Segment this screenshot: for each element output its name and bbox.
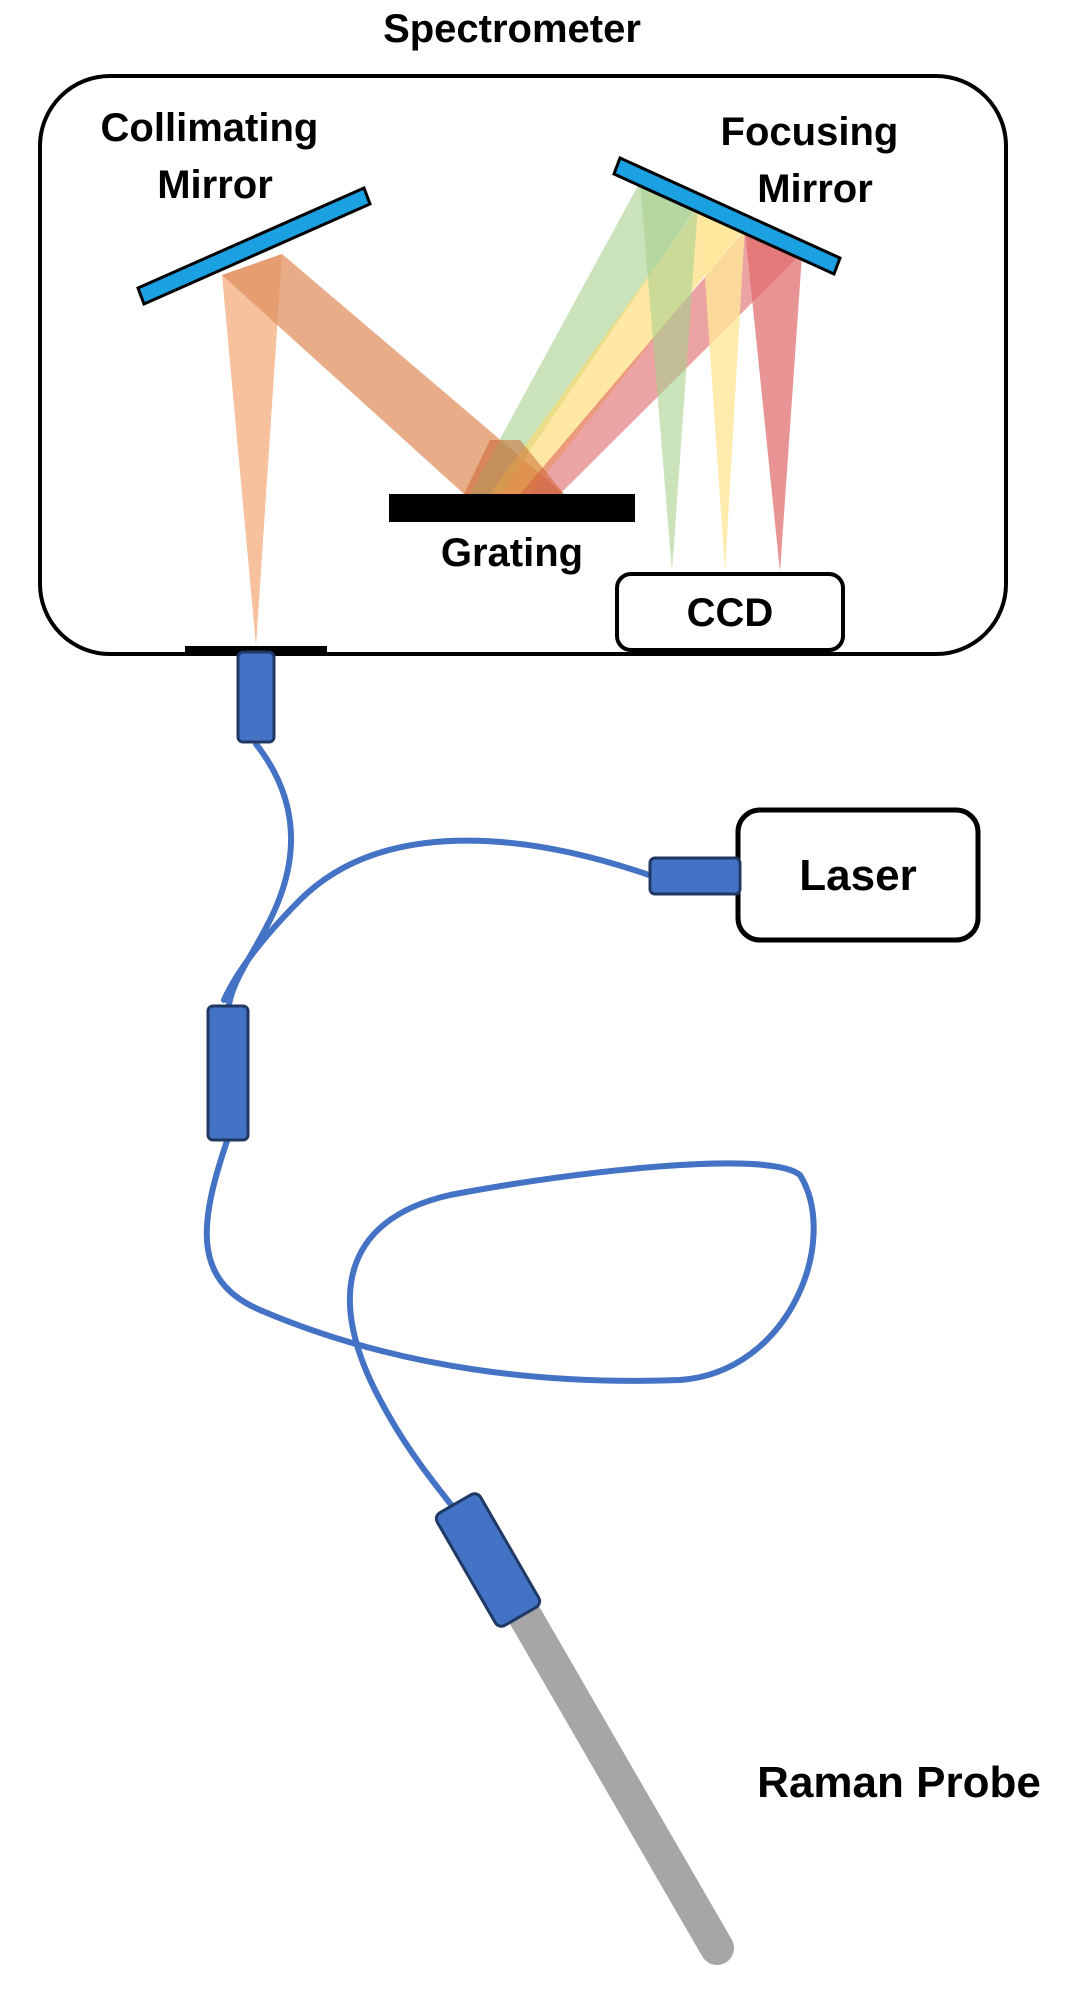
collimated-beam (222, 254, 564, 494)
focusing-label-line2: Mirror (757, 167, 873, 211)
ccd-box (615, 572, 845, 652)
entrance-slit (185, 646, 327, 654)
collimating-label-line1: Collimating (101, 106, 319, 150)
laser-fiber-connector (648, 856, 742, 896)
input-beam (222, 254, 282, 646)
grating-label: Grating (441, 531, 583, 575)
collimating-label-line2: Mirror (157, 163, 273, 207)
spectrometer-housing (38, 74, 1008, 656)
raman-probe-shaft (493, 1573, 734, 1965)
focusing-label-line1: Focusing (721, 110, 899, 154)
spectrometer-fiber-connector (236, 650, 276, 744)
focusing-mirror-label: Focusing Mirror (721, 110, 910, 211)
spectrometer-title: Spectrometer (383, 7, 641, 51)
focusing-mirror (612, 155, 842, 277)
ccd-label: CCD (687, 591, 774, 635)
raman-probe-connector (434, 1492, 542, 1628)
raman-probe-label: Raman Probe (757, 1758, 1041, 1807)
focused-beam-red (745, 230, 802, 572)
focused-beam-yellow (700, 205, 745, 572)
grating (389, 494, 635, 522)
fiber-laser-to-coupler (221, 837, 655, 1003)
fiber-coupler (206, 1004, 250, 1142)
collimating-mirror (136, 185, 372, 307)
focused-beam-green (640, 182, 698, 572)
laser-label: Laser (799, 851, 916, 900)
collimating-mirror-label: Collimating Mirror (101, 106, 330, 207)
dispersed-beam-green (470, 182, 698, 494)
grating-hotspot (464, 440, 564, 494)
fiber-coupler-to-probe-loop (203, 1135, 817, 1523)
